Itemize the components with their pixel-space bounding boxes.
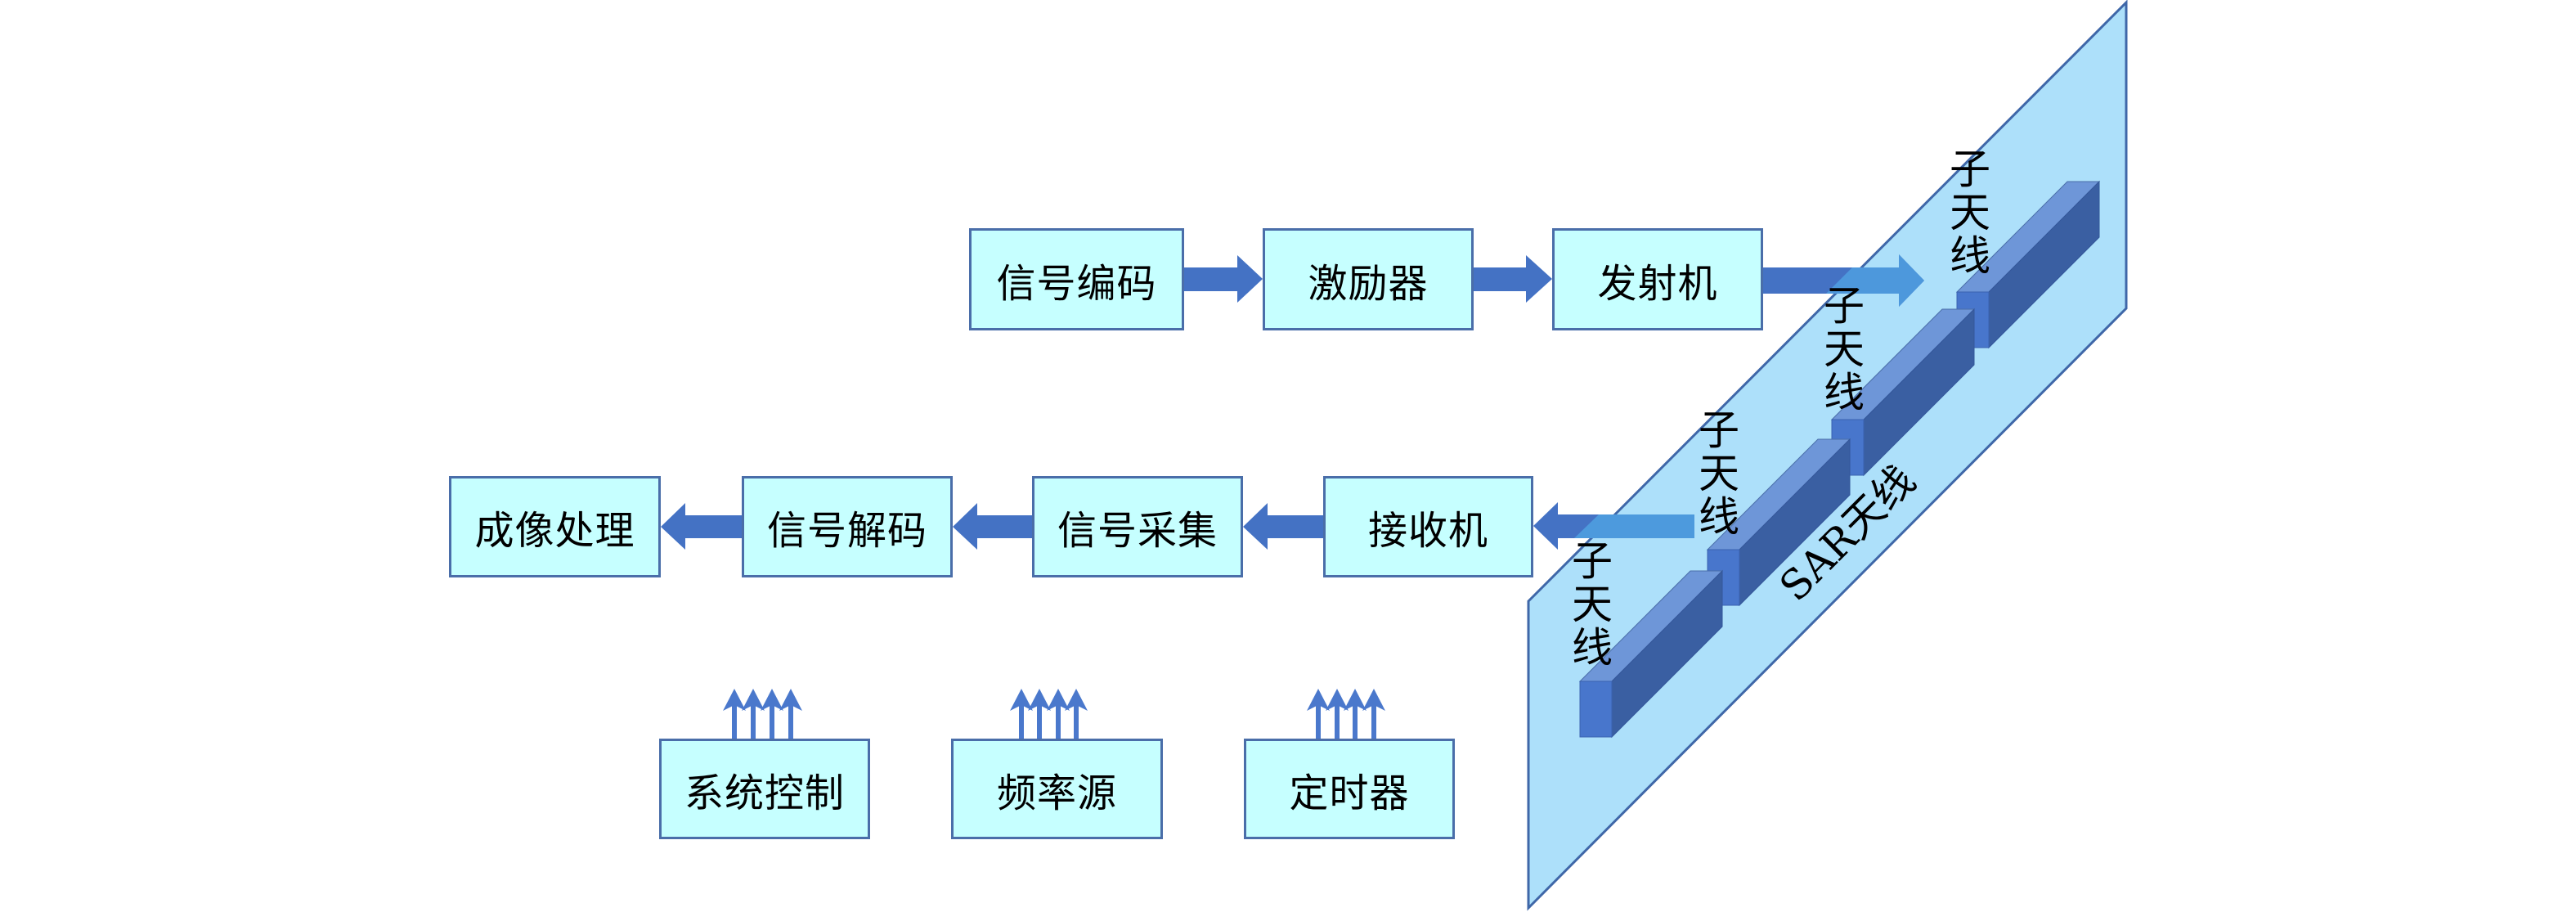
signal-encoding-label: 信号编码 bbox=[996, 260, 1157, 307]
imaging-processing-box: 成像处理 bbox=[449, 476, 661, 577]
signal-acquisition-box: 信号采集 bbox=[1032, 476, 1243, 577]
arrow-encoding-to-exciter bbox=[1183, 255, 1263, 303]
arrow-acquisition-to-decoding bbox=[953, 503, 1032, 550]
subarray-label-char: 子 bbox=[1572, 537, 1613, 585]
subarray-label-char: 线 bbox=[1699, 493, 1739, 541]
subarray-label-char: 天 bbox=[1699, 450, 1739, 497]
control-signal-arrows bbox=[723, 689, 1385, 739]
transmitter-box: 发射机 bbox=[1552, 228, 1763, 330]
exciter-box: 激励器 bbox=[1263, 228, 1474, 330]
system-control-label: 系统控制 bbox=[684, 770, 845, 816]
subarray-label-char: 线 bbox=[1950, 232, 1990, 280]
arrow-decoding-to-imaging bbox=[661, 503, 742, 550]
timer-box: 定时器 bbox=[1244, 739, 1455, 839]
arrow-exciter-to-transmitter bbox=[1473, 255, 1552, 303]
subarray-bars bbox=[1578, 180, 2101, 739]
subarray-label: 子天线 bbox=[1699, 407, 1739, 541]
up-arrow-icon bbox=[779, 689, 802, 739]
subarray-label-char: 子 bbox=[1699, 407, 1739, 454]
receiver-box: 接收机 bbox=[1323, 476, 1533, 577]
imaging-processing-label: 成像处理 bbox=[474, 508, 635, 554]
signal-decoding-label: 信号解码 bbox=[766, 508, 927, 554]
arrow-receive-overlay bbox=[1574, 514, 1694, 538]
up-arrow-icon bbox=[1362, 689, 1385, 739]
up-arrow-icon bbox=[1326, 689, 1349, 739]
up-arrow-icon bbox=[1010, 689, 1033, 739]
up-arrow-icon bbox=[1307, 689, 1330, 739]
subarray-bar-front bbox=[1579, 681, 1613, 738]
subarray-bar bbox=[1830, 308, 1976, 477]
signal-arrow-group bbox=[1010, 689, 1088, 739]
transmitter-label: 发射机 bbox=[1597, 260, 1718, 307]
subarray-label-char: 子 bbox=[1950, 146, 1990, 193]
receiver-label: 接收机 bbox=[1367, 508, 1488, 554]
subarray-label-char: 线 bbox=[1572, 624, 1613, 672]
timer-label: 定时器 bbox=[1289, 770, 1410, 816]
frequency-source-box: 频率源 bbox=[951, 739, 1163, 839]
signal-encoding-box: 信号编码 bbox=[969, 228, 1184, 330]
up-arrow-icon bbox=[761, 689, 783, 739]
subarray-label-char: 天 bbox=[1572, 581, 1613, 628]
subarray-label-char: 线 bbox=[1824, 369, 1865, 416]
up-arrow-icon bbox=[1344, 689, 1367, 739]
subarray-bar bbox=[1578, 569, 1724, 739]
signal-acquisition-label: 信号采集 bbox=[1057, 508, 1218, 554]
subarray-label-char: 天 bbox=[1950, 189, 1990, 236]
up-arrow-icon bbox=[1065, 689, 1088, 739]
arrow-transmit-overlay bbox=[1826, 254, 1924, 307]
subarray-label: 子天线 bbox=[1824, 282, 1865, 416]
signal-decoding-box: 信号解码 bbox=[742, 476, 953, 577]
up-arrow-icon bbox=[723, 689, 746, 739]
signal-arrow-group bbox=[1307, 689, 1385, 739]
subarray-bar bbox=[1706, 438, 1851, 607]
up-arrow-icon bbox=[1047, 689, 1070, 739]
subarray-label-char: 子 bbox=[1824, 282, 1865, 330]
frequency-source-label: 频率源 bbox=[996, 770, 1117, 816]
system-control-box: 系统控制 bbox=[659, 739, 870, 839]
subarray-label-char: 天 bbox=[1824, 326, 1865, 373]
subarray-label: 子天线 bbox=[1950, 146, 1990, 280]
subarray-label: 子天线 bbox=[1572, 537, 1613, 672]
up-arrow-icon bbox=[1028, 689, 1051, 739]
up-arrow-icon bbox=[742, 689, 765, 739]
signal-arrow-group bbox=[723, 689, 802, 739]
exciter-label: 激励器 bbox=[1308, 260, 1429, 307]
arrow-receiver-to-acquisition bbox=[1243, 503, 1323, 550]
